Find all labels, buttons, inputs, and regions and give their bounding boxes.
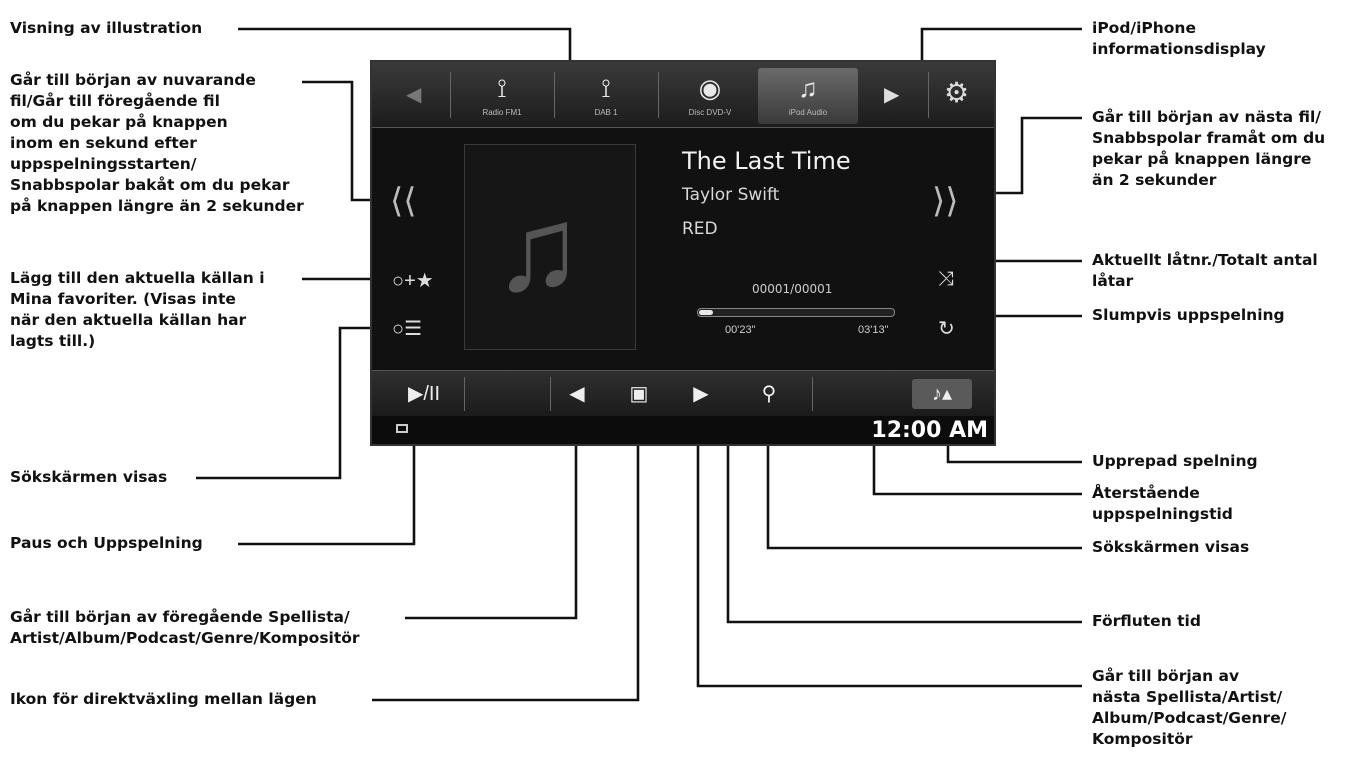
source-ipod-audio[interactable]: ♫ iPod Audio xyxy=(758,68,858,124)
callout-illustration: Visning av illustration xyxy=(10,19,203,37)
search-list-icon[interactable]: ○☰ xyxy=(392,318,423,340)
callout-remaining: Återstående uppspelningstid xyxy=(1092,484,1233,523)
music-note-icon: ♫ xyxy=(493,182,583,316)
source-disc-dvd[interactable]: ◉ Disc DVD-V xyxy=(664,68,756,124)
progress-bar[interactable] xyxy=(697,308,895,317)
callout-prev-list: Går till början av föregående Spellista/… xyxy=(10,608,360,647)
prev-list-button[interactable]: ◀ xyxy=(569,383,585,405)
next-list-button[interactable]: ▶ xyxy=(693,383,709,405)
search-icon[interactable]: ⚲ xyxy=(761,383,777,405)
callout-next-file: Går till början av nästa fil/ Snabbspola… xyxy=(1092,108,1326,189)
source-bar: ◀ ⟟ Radio FM1 ⟟ DAB 1 ◉ Disc DVD-V ♫ iPo… xyxy=(372,62,994,128)
source-radio-fm1[interactable]: ⟟ Radio FM1 xyxy=(456,68,548,124)
track-title: The Last Time xyxy=(682,147,851,175)
audio-mode-button[interactable]: ♪▴ xyxy=(912,379,972,409)
callout-shuffle: Slumpvis uppspelning xyxy=(1092,306,1285,324)
mode-switch-icon[interactable]: ▣ xyxy=(629,383,649,405)
next-file-button[interactable]: ⟩⟩ xyxy=(932,182,959,220)
elapsed-time: 00'23" xyxy=(725,324,756,336)
repeat-icon[interactable]: ↻ xyxy=(938,318,955,340)
track-counter: 00001/00001 xyxy=(752,282,833,296)
callout-play-pause: Paus och Uppspelning xyxy=(10,534,203,552)
device-screen: ◀ ⟟ Radio FM1 ⟟ DAB 1 ◉ Disc DVD-V ♫ iPo… xyxy=(370,60,996,446)
antenna-icon: ⟟ xyxy=(497,73,507,103)
status-bar: 12:00 AM xyxy=(372,416,994,444)
disc-icon: ◉ xyxy=(698,73,722,103)
callout-prev-file: Går till början av nuvarande fil/Går til… xyxy=(10,71,304,215)
favorite-star-icon[interactable]: ○+★ xyxy=(392,270,434,292)
callout-repeat: Upprepad spelning xyxy=(1092,452,1258,470)
leader-next-list xyxy=(696,406,1082,688)
music-note-icon: ♫ xyxy=(798,73,818,103)
callout-info-display: iPod/iPhone informationsdisplay xyxy=(1092,19,1266,58)
callout-search-left: Sökskärmen visas xyxy=(10,468,168,486)
remaining-time: 03'13" xyxy=(858,324,889,336)
dab-antenna-icon: ⟟ xyxy=(601,73,611,103)
callout-mode-icon: Ikon för direktväxling mellan lägen xyxy=(10,690,317,708)
callout-search-right: Sökskärmen visas xyxy=(1092,538,1250,556)
clock: 12:00 AM xyxy=(871,418,988,443)
scroll-right-icon[interactable]: ▶ xyxy=(884,84,900,106)
track-artist: Taylor Swift xyxy=(682,185,780,205)
screen-icon xyxy=(396,424,408,433)
leader-mode-icon xyxy=(372,406,640,702)
scroll-left-icon[interactable]: ◀ xyxy=(406,84,422,106)
prev-file-button[interactable]: ⟨⟨ xyxy=(390,182,417,220)
callout-counter: Aktuellt låtnr./Totalt antal låtar xyxy=(1092,251,1318,290)
callout-elapsed: Förfluten tid xyxy=(1092,612,1201,630)
track-album: RED xyxy=(682,219,718,239)
source-dab1[interactable]: ⟟ DAB 1 xyxy=(560,68,652,124)
callout-favorite: Lägg till den aktuella källan i Mina fav… xyxy=(10,269,265,350)
shuffle-icon[interactable]: ⤨ xyxy=(938,268,954,290)
play-pause-button[interactable]: ▶/II xyxy=(407,383,441,405)
progress-fill xyxy=(699,310,713,315)
callout-next-list: Går till början av nästa Spellista/Artis… xyxy=(1092,667,1287,748)
album-art: ♫ xyxy=(464,144,636,350)
track-info: The Last Time Taylor Swift RED xyxy=(682,144,892,246)
control-bar: ▶/II ◀ ▣ ▶ ⚲ ♪▴ xyxy=(372,370,994,416)
settings-icon[interactable]: ⚙ xyxy=(944,77,970,108)
